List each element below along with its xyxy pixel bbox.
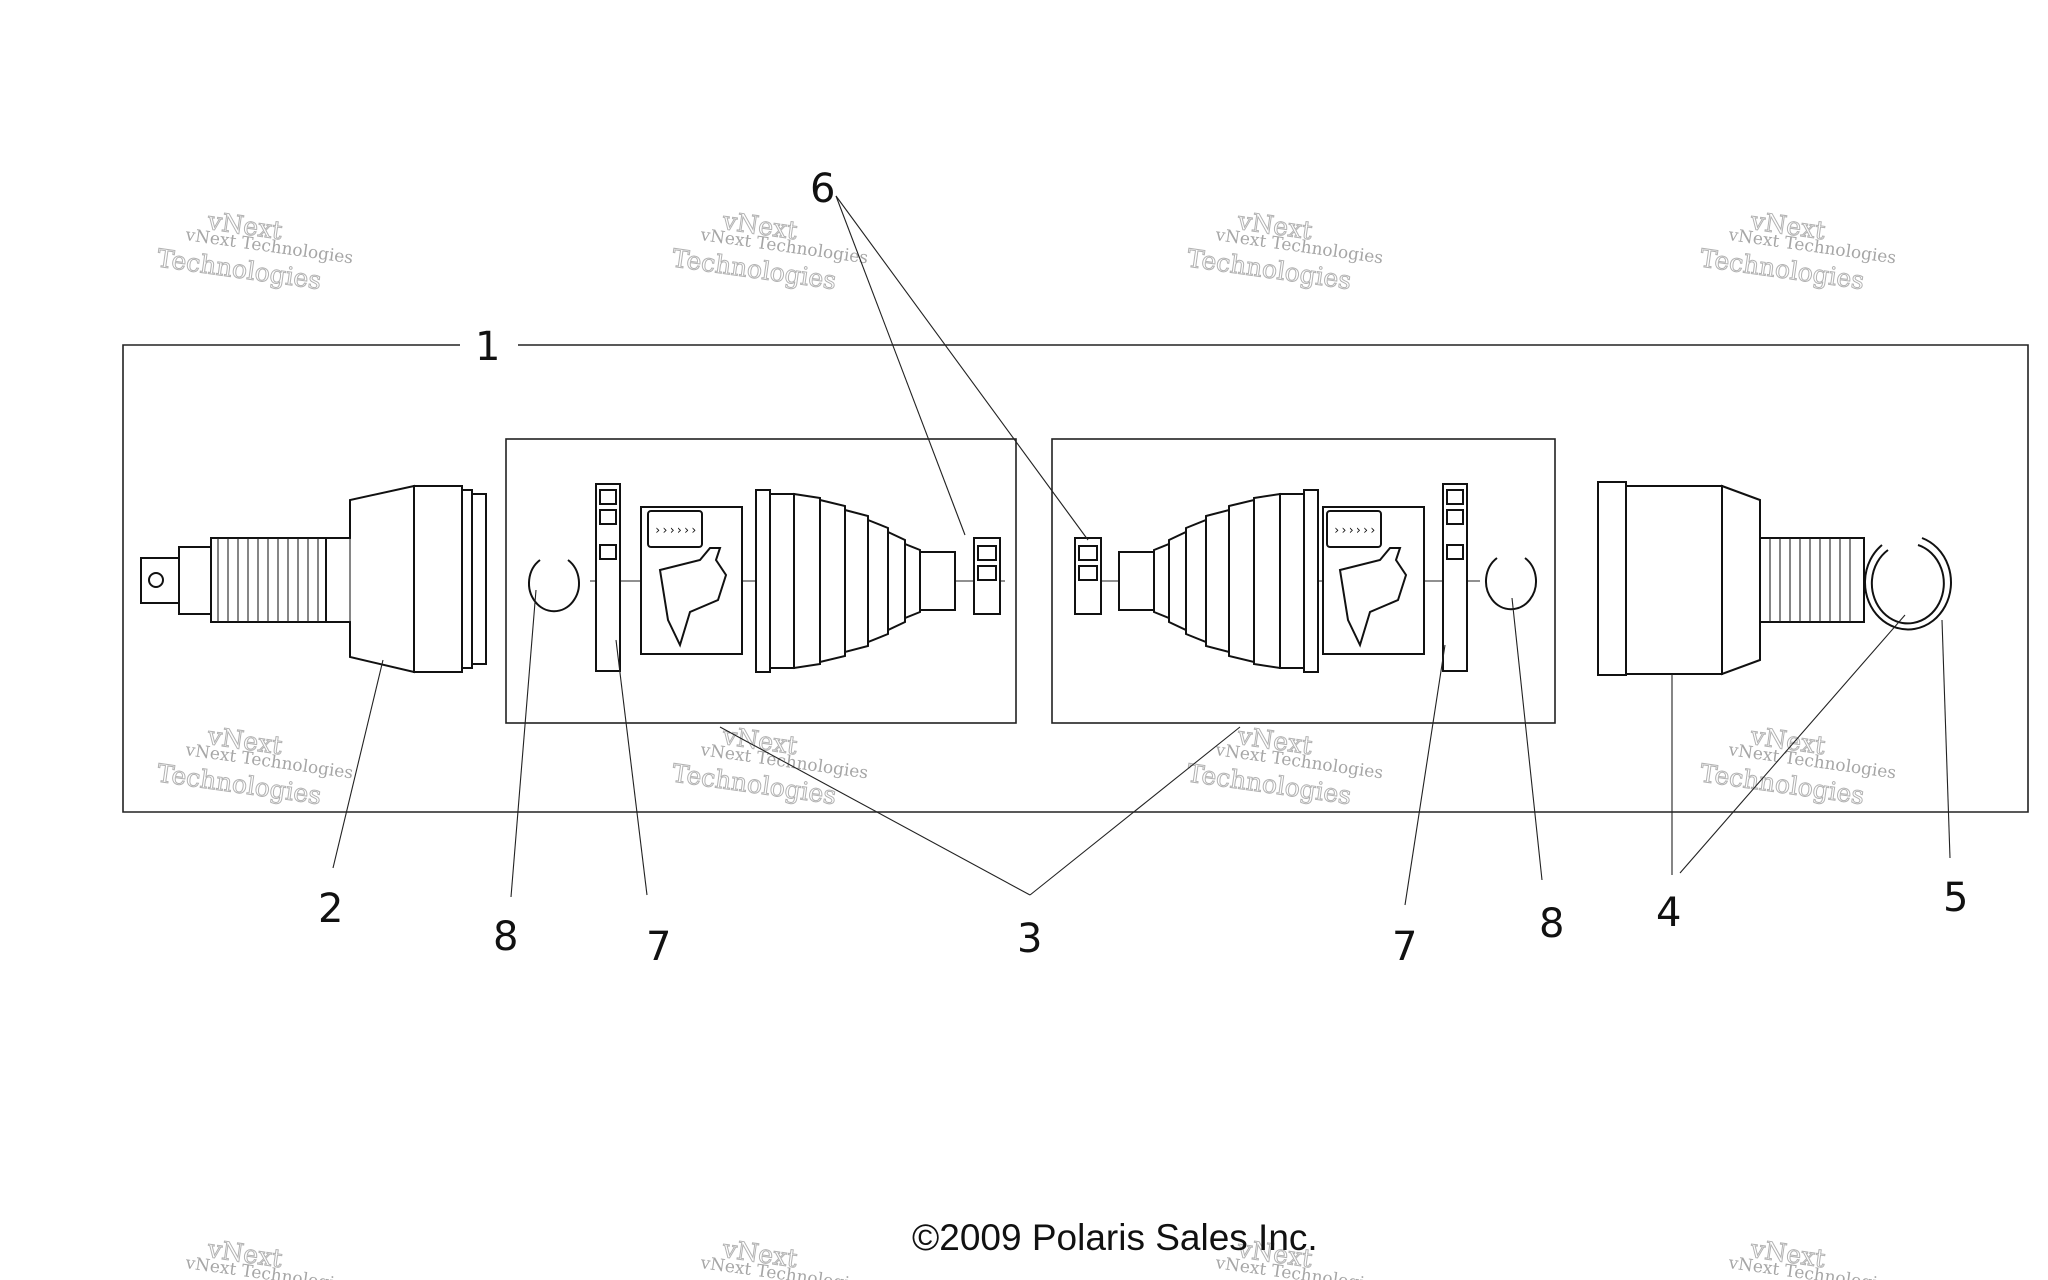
circlip-left	[528, 559, 580, 613]
copyright-text: ©2009 Polaris Sales Inc.	[912, 1217, 1318, 1258]
assembly-frame	[122, 344, 2029, 813]
callout-4: 4	[1656, 890, 1681, 936]
callout-labels: 1 2 8 7 3 7 8 4 5 6	[318, 166, 1968, 970]
callout-2: 2	[318, 886, 343, 932]
cv-boot-left	[755, 489, 956, 673]
callout-8: 8	[493, 914, 518, 960]
svg-text:››››››: ››››››	[654, 523, 697, 537]
boot-clamp-left	[973, 537, 1001, 615]
grease-packet-right: ››››››	[1322, 506, 1425, 655]
callout-3: 3	[1017, 916, 1042, 962]
callout-1: 1	[475, 324, 500, 370]
inner-cv-joint	[1597, 481, 1865, 676]
retaining-ring-right	[1442, 483, 1468, 672]
leader-lines	[332, 195, 1951, 906]
boot-kit-box-right	[1051, 438, 1556, 724]
boot-clamp-right	[1074, 537, 1102, 615]
callout-5: 5	[1943, 875, 1968, 921]
callout-6: 6	[810, 166, 835, 212]
retaining-ring-left	[595, 483, 621, 672]
outer-cv-joint	[140, 484, 487, 674]
grease-packet-left: ››››››	[640, 506, 743, 655]
callout-8: 8	[1539, 901, 1564, 947]
callout-7: 7	[1392, 924, 1417, 970]
watermark-layer: vNext Technologies vNext Technologies vN…	[155, 206, 1898, 1280]
boot-kit-box-left	[505, 438, 1017, 724]
cv-boot-right	[1118, 489, 1319, 673]
callout-7: 7	[646, 924, 671, 970]
circlip-right	[1485, 557, 1537, 611]
svg-text:››››››: ››››››	[1333, 523, 1376, 537]
snap-ring	[1864, 537, 1952, 631]
